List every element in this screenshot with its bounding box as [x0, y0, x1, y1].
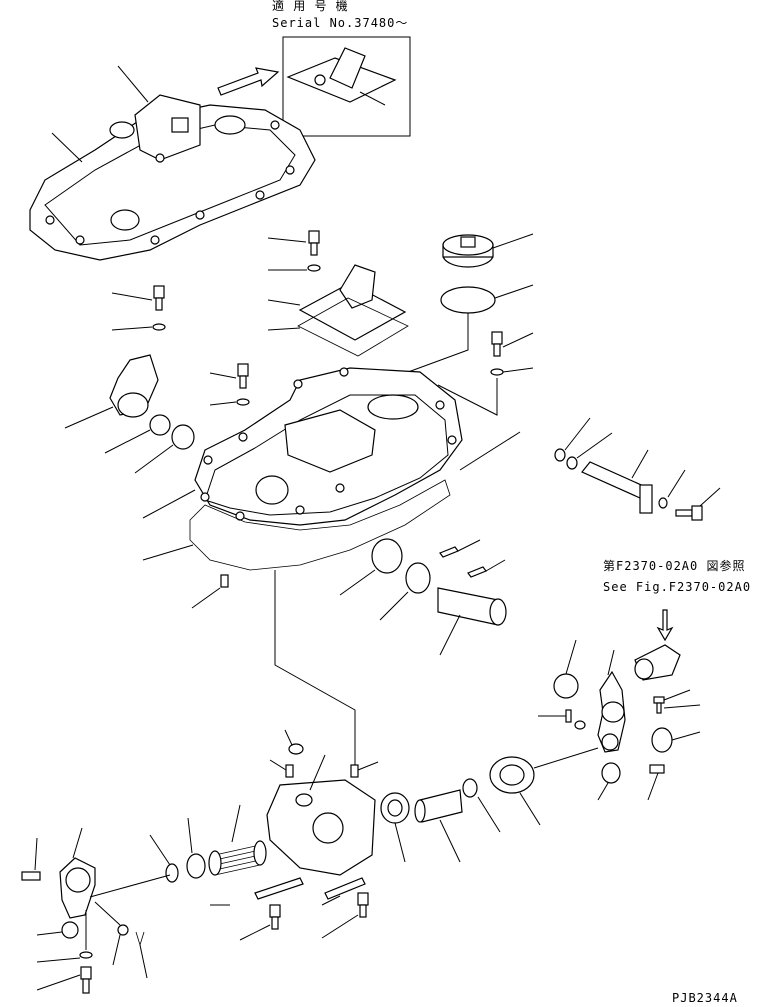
lower-plate-a — [210, 877, 304, 906]
valve-housing-top — [134, 94, 201, 161]
right-shaft-lever — [581, 449, 653, 514]
case-window — [284, 409, 376, 473]
lower-valve-body — [266, 754, 376, 876]
lower-valve-pin-b — [350, 761, 379, 778]
inset-pointer-arrow — [217, 67, 280, 96]
reference-jp: 第F2370-02A0 図参照 — [603, 558, 745, 573]
center-shaft — [437, 587, 507, 656]
linkage-bushing — [553, 639, 579, 699]
inset-frame — [282, 36, 411, 137]
inset-serial-text: Serial No.37480～ — [272, 16, 408, 30]
center-bushing — [339, 538, 403, 596]
dowel-pin — [191, 574, 229, 609]
center-seal — [379, 562, 431, 621]
reference-arrow — [656, 609, 674, 642]
lower-left-washer-b — [36, 910, 93, 963]
spool-snap-ring — [462, 778, 501, 833]
inset-title-jp: 適 用 号 機 — [272, 0, 349, 13]
left-bushing — [104, 414, 171, 454]
assembled-cover — [29, 65, 316, 261]
o-ring — [399, 284, 534, 376]
elbow-cover-plate — [267, 264, 407, 341]
case-bore — [367, 394, 419, 420]
reference-note: 第F2370-02A0 図参照 See Fig.F2370-02A0 — [603, 558, 751, 642]
right-bolt — [675, 487, 721, 521]
spring-seat — [186, 817, 206, 879]
serial-inset: 適 用 号 機 Serial No.37480～ — [272, 0, 411, 137]
upper-bolt — [209, 363, 249, 389]
lower-bolt-b — [321, 892, 369, 939]
linkage-clip — [538, 709, 572, 723]
case-gasket — [142, 479, 451, 775]
lower-left-bolt — [21, 837, 41, 881]
lever-hub-top — [110, 209, 140, 231]
linkage-arm — [597, 649, 626, 753]
cover-washer-b — [437, 367, 534, 416]
linkage-yoke — [634, 644, 681, 681]
linkage-washer-small — [574, 720, 586, 730]
cover-gasket-a — [267, 297, 409, 357]
lower-left-bushing — [36, 921, 79, 939]
valve-spring — [208, 804, 267, 876]
spool-plug — [380, 792, 410, 863]
spring-snap-ring — [149, 834, 179, 883]
linkage-bolt — [653, 689, 701, 714]
inset-elbow-fitting — [329, 47, 366, 89]
lower-left-washer — [94, 901, 129, 966]
center-key-a — [439, 539, 481, 558]
case-shaft-hub — [255, 475, 289, 505]
linkage-collar — [651, 727, 701, 753]
lower-left-cotter — [135, 931, 148, 979]
right-ring-b — [459, 431, 613, 471]
housing-plug — [171, 117, 189, 133]
inset-leader — [359, 91, 386, 106]
spool-plunger — [414, 789, 463, 863]
lower-plate-b — [321, 877, 366, 906]
linkage-spacer — [597, 762, 621, 801]
lower-bolt-a — [239, 904, 281, 941]
reference-en: See Fig.F2370-02A0 — [603, 580, 751, 594]
left-bolt — [111, 285, 165, 311]
breather-cap — [442, 233, 534, 268]
left-washer — [111, 323, 166, 331]
main-case — [142, 367, 463, 526]
linkage-pin — [647, 764, 665, 801]
lower-valve-pin-a — [269, 759, 294, 778]
inset-bolt — [314, 74, 326, 86]
left-lever — [64, 354, 159, 429]
spool-sleeve — [489, 747, 599, 826]
cover-bolt-b — [491, 331, 534, 357]
housing-port — [109, 121, 135, 139]
breather-cap-top — [214, 115, 246, 135]
right-washer — [658, 469, 686, 509]
upper-washer — [209, 398, 250, 406]
drawing-code: PJB2344A — [672, 991, 738, 1005]
lower-left-lever — [59, 827, 171, 919]
center-key-b — [467, 559, 506, 578]
lower-left-bolt-b — [36, 966, 92, 994]
left-seal — [134, 424, 195, 474]
cover-washer-a — [268, 264, 321, 272]
lower-valve-ball — [284, 729, 304, 755]
cover-bolt-a — [267, 230, 320, 256]
right-ring-a — [554, 417, 591, 462]
